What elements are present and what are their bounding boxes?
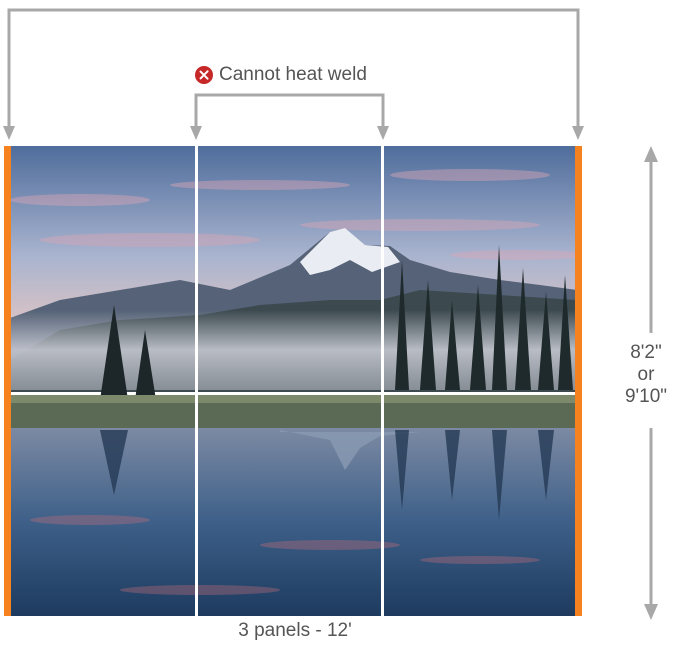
seam-arrowhead-right (377, 126, 389, 140)
weld-warning-label: Cannot heat weld (195, 64, 367, 86)
height-arrow (644, 146, 658, 620)
landscape-photo (10, 146, 577, 616)
height-dimension-label: 8'2" or 9'10" (600, 342, 678, 408)
height-or: or (637, 364, 655, 385)
outer-width-bracket (7, 8, 580, 128)
weld-warning-text: Cannot heat weld (219, 64, 367, 85)
panel-seam-left (195, 146, 198, 616)
left-edge-bar (4, 146, 11, 616)
height-value-2: 9'10" (624, 386, 668, 407)
outer-arrowhead-left (3, 126, 15, 140)
height-arrowhead-down (644, 604, 658, 620)
seam-bracket (194, 93, 385, 128)
panel-seam-right (381, 146, 384, 616)
panels-width-label: 3 panels - 12' (238, 620, 352, 641)
seam-arrowhead-left (190, 126, 202, 140)
outer-arrowhead-right (572, 126, 584, 140)
x-circle-icon (195, 66, 213, 84)
height-arrowhead-up (644, 146, 658, 162)
height-value-1: 8'2" (630, 342, 662, 363)
right-edge-bar (575, 146, 582, 616)
